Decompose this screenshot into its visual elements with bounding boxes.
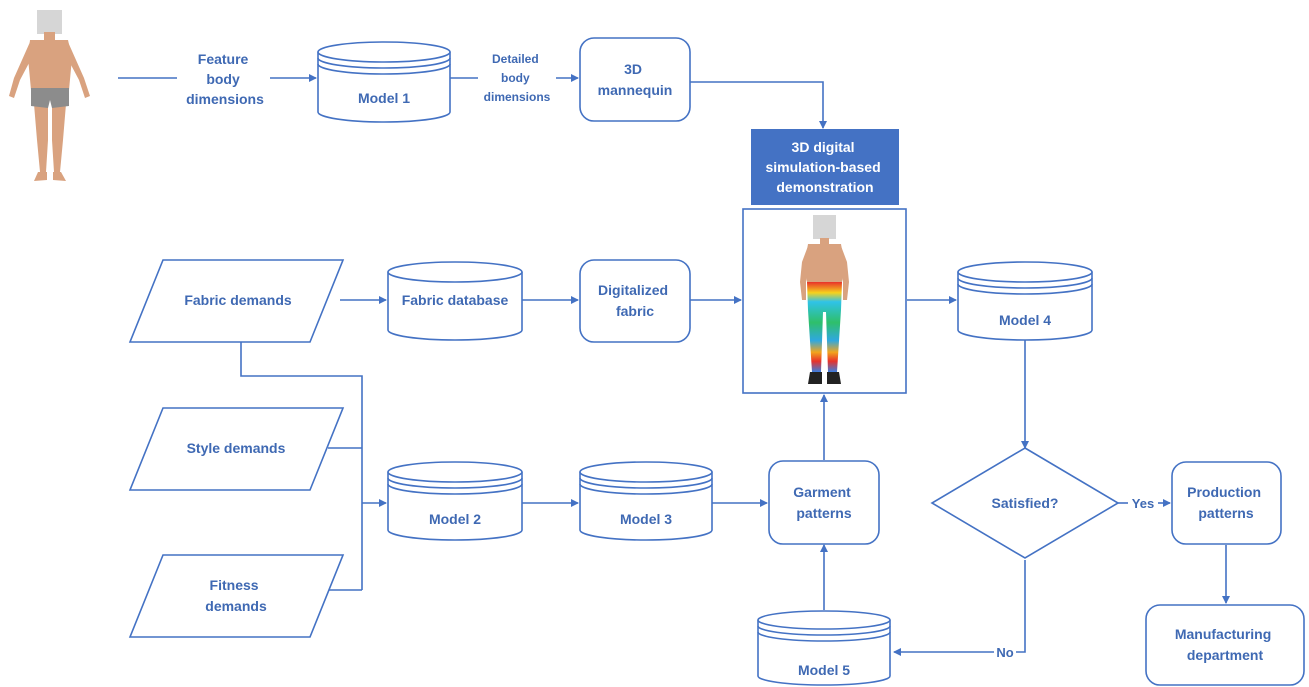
edge-fabric-demands-down [240,342,363,590]
fabric-demands-input: Fabric demands [128,259,345,343]
fabric-database-label: Fabric database [402,292,509,308]
manufacturing-label: Manufacturing department [1175,626,1275,663]
mannequin-box: 3D mannequin [579,37,691,122]
model5-label: Model 5 [798,662,850,678]
style-demands-label: Style demands [187,440,286,456]
fitness-demands-label: Fitness demands [205,577,267,614]
garment-patterns-label: Garment patterns [793,484,854,521]
no-label: No [996,645,1013,660]
simulation-header: 3D digital simulation-based demonstratio… [751,129,899,205]
satisfied-decision: Satisfied? [930,447,1120,559]
digitalized-fabric-box: Digitalized fabric [579,259,691,343]
model1-label: Model 1 [358,90,410,106]
model4-label: Model 4 [999,312,1051,328]
model3-label: Model 3 [620,511,672,527]
model4-database: Model 4 [957,261,1093,341]
fitness-demands-input: Fitness demands [128,554,345,638]
edge-satisfied-to-no [1016,560,1026,653]
manufacturing-box: Manufacturing department [1145,604,1305,686]
detailed-dims-label: Detailed body dimensions [484,52,551,104]
fabric-database: Fabric database [387,261,523,341]
sim-head-placeholder [813,215,836,239]
human-body-figure [9,10,90,181]
style-demands-input: Style demands [128,407,345,491]
fabric-demands-label: Fabric demands [184,292,292,308]
model1-database: Model 1 [317,41,451,123]
mannequin-pressure-map-figure [800,215,849,384]
model3-database: Model 3 [579,461,713,541]
satisfied-label: Satisfied? [992,495,1059,511]
garment-patterns-box: Garment patterns [768,460,880,545]
model5-database: Model 5 [757,610,891,686]
edges [118,74,1230,656]
production-patterns-label: Production patterns [1187,484,1265,521]
head-placeholder [37,10,62,34]
simulation-label: 3D digital simulation-based demonstratio… [765,139,884,195]
model2-label: Model 2 [429,511,481,527]
feature-dims-label: Feature body dimensions [186,51,264,107]
edge-mannequin-to-simulation [690,81,827,129]
mannequin-label: 3D mannequin [598,61,673,98]
model2-database: Model 2 [387,461,523,541]
digitalized-fabric-label: Digitalized fabric [598,282,672,319]
production-patterns-box: Production patterns [1171,461,1282,545]
yes-label: Yes [1132,496,1154,511]
simulation-frame [742,208,907,394]
